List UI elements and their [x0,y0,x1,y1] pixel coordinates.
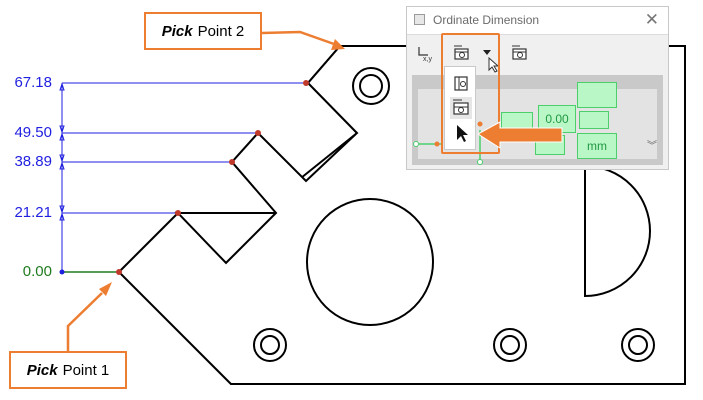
dimension-label-origin: 0.00 [22,263,52,280]
half-moon-cutout[interactable] [584,164,651,298]
panel-app-icon [414,14,425,25]
callout-arrowhead-2 [331,39,345,50]
hole-bottom-mid-inner [500,335,520,355]
preview-box-top [577,82,617,108]
dimension-label-67-18: 67.18 [14,74,52,91]
callout-leader-1 [66,292,103,351]
dimension-label-38-89: 38.89 [14,153,52,170]
close-button[interactable]: ✕ [644,10,659,29]
hole-bottom-left-outer[interactable] [253,328,287,362]
vertical-ordinate-icon[interactable] [450,73,472,95]
hole-bottom-right-inner [628,335,648,355]
dimension-label-21-21: 21.21 [14,204,52,221]
dropdown-arrow-icon[interactable] [483,50,493,58]
ordinate-dimension-icon[interactable] [452,43,472,63]
callout-leader-2 [261,30,335,46]
pointer-arrow-icon [478,121,563,149]
large-hole[interactable] [306,198,434,326]
xy-dimension-icon[interactable]: x,y [416,45,436,63]
dimension-label-49-50: 49.50 [14,124,52,141]
panel-title: Ordinate Dimension [433,13,540,27]
callout-2-bold: Pick [161,22,193,40]
callout-arrowhead-1 [99,282,112,296]
callout-pick-point-2: Pick Point 2 [144,12,262,50]
ordinate-dimension-alt-icon[interactable] [510,43,530,63]
callout-1-text: Point 1 [62,361,110,379]
panel-title-bar[interactable]: Ordinate Dimension ✕ [407,7,668,35]
callout-pick-point-1: Pick Point 1 [9,351,127,389]
hole-top-left-inner [359,74,383,98]
preview-unit-field[interactable]: mm [577,133,617,159]
callout-1-bold: Pick [26,361,58,379]
panel-toolbar: x,y [407,35,668,73]
hole-bottom-mid-outer[interactable] [493,328,527,362]
callout-2-text: Point 2 [197,22,245,40]
chevron-down-icon[interactable]: ︾ [647,141,657,152]
dropdown-highlight-box [441,33,500,154]
ordinate-dimensions [59,82,306,272]
svg-text:x,y: x,y [423,56,432,63]
mouse-cursor-icon [488,57,500,73]
preview-box-right [579,111,609,129]
horizontal-ordinate-icon[interactable] [450,97,472,119]
select-cursor-icon[interactable] [450,123,472,145]
origin-marker [59,269,65,275]
hole-bottom-left-inner [260,335,280,355]
hole-bottom-right-outer[interactable] [621,328,655,362]
hole-top-left-outer[interactable] [352,67,390,105]
dimension-type-dropdown[interactable] [444,66,476,150]
pick-point-markers[interactable] [116,80,309,275]
